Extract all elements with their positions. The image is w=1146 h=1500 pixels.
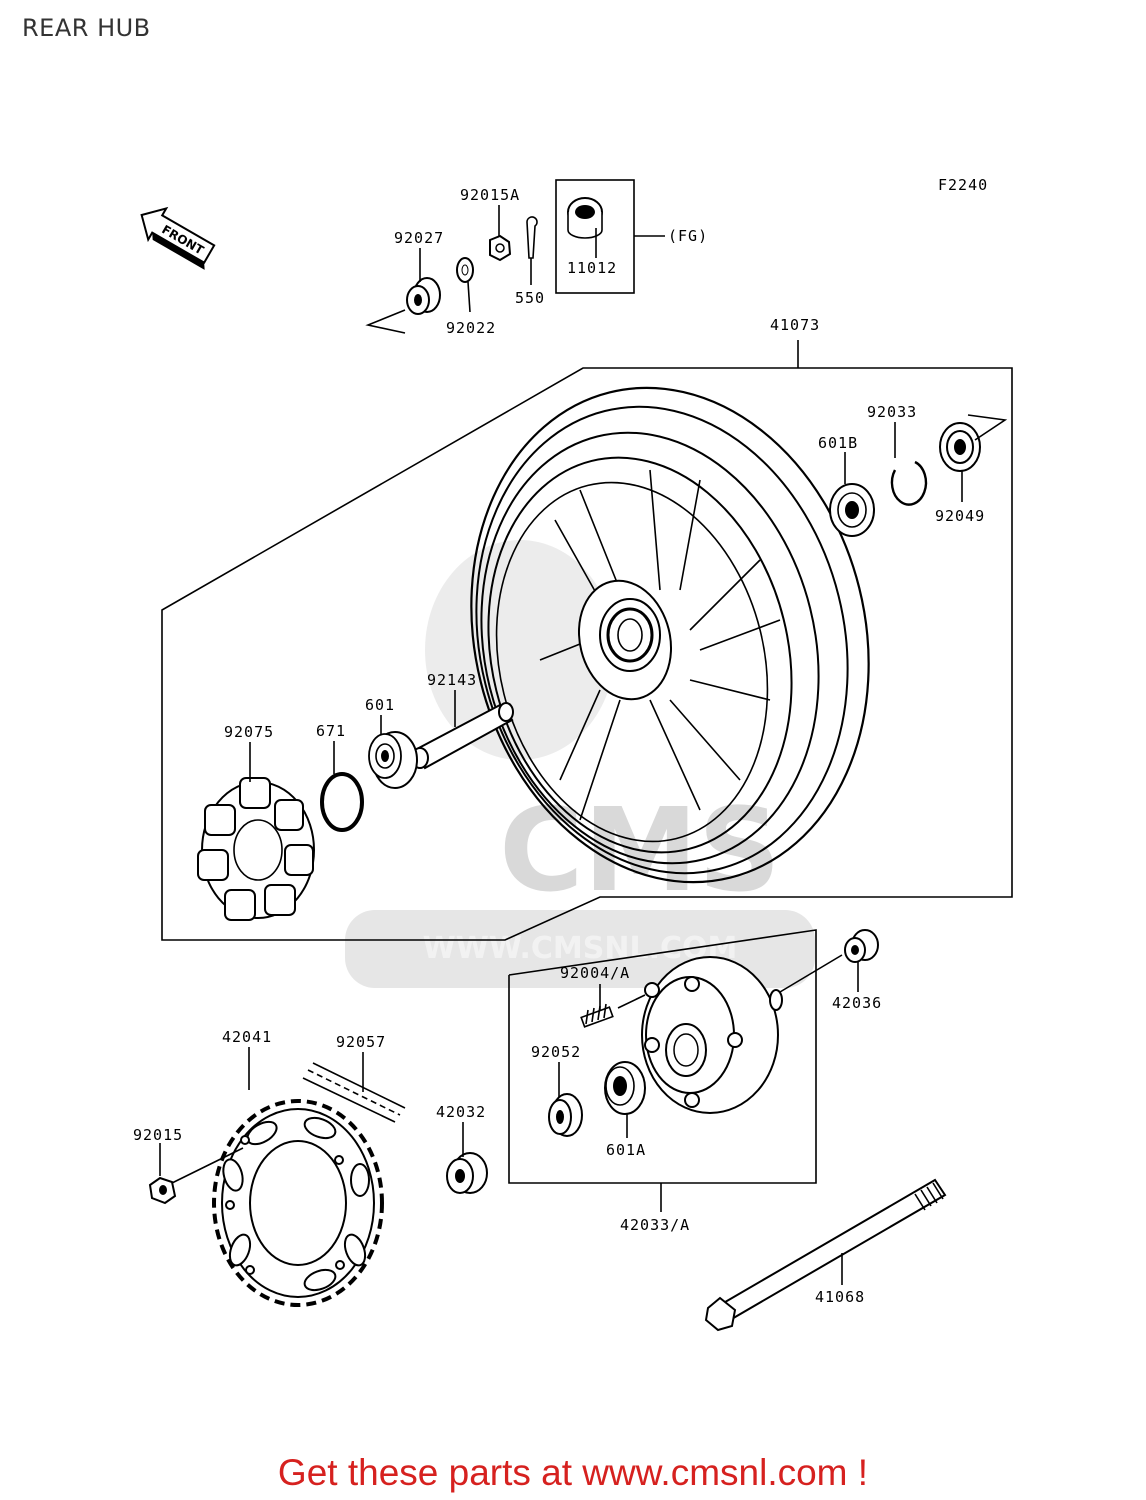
label-601: 601 xyxy=(365,696,395,714)
label-92015: 92015 xyxy=(133,1126,183,1144)
figure-code: F2240 xyxy=(938,176,988,194)
page-title: REAR HUB xyxy=(22,14,151,42)
label-41068: 41068 xyxy=(815,1288,865,1306)
promo-banner: Get these parts at www.cmsnl.com ! xyxy=(0,1452,1146,1494)
label-92022: 92022 xyxy=(446,319,496,337)
label-92049: 92049 xyxy=(935,507,985,525)
label-92027: 92027 xyxy=(394,229,444,247)
part-92033-circlip[interactable] xyxy=(890,460,928,506)
part-92022-washer[interactable] xyxy=(456,257,474,283)
assembly-41073-frame xyxy=(800,367,1013,898)
watermark: CMS WWW.CMSNL.COM xyxy=(345,540,815,988)
label-92052: 92052 xyxy=(531,1043,581,1061)
label-92033: 92033 xyxy=(867,403,917,421)
part-601A-bearing[interactable] xyxy=(604,1061,646,1115)
part-42041-sprocket[interactable] xyxy=(212,1099,384,1307)
label-92143: 92143 xyxy=(427,671,477,689)
label-92075: 92075 xyxy=(224,723,274,741)
part-671-o-ring[interactable] xyxy=(320,772,364,832)
promo-link[interactable]: Get these parts at www.cmsnl.com ! xyxy=(277,1452,869,1493)
part-41068-axle[interactable] xyxy=(704,1178,947,1332)
label-601A: 601A xyxy=(606,1141,646,1159)
part-92015-nut[interactable] xyxy=(148,1176,177,1205)
part-92052-collar[interactable] xyxy=(548,1093,583,1137)
part-92027-collar[interactable] xyxy=(406,277,441,315)
part-41073-wheel[interactable] xyxy=(420,345,919,924)
label-550: 550 xyxy=(515,289,545,307)
part-92057-bolts[interactable] xyxy=(302,1062,406,1123)
part-42033A-hub[interactable] xyxy=(641,956,783,1114)
label-601B: 601B xyxy=(818,434,858,452)
label-42036: 42036 xyxy=(832,994,882,1012)
fg-note: (FG) xyxy=(668,227,708,245)
part-42032-collar[interactable] xyxy=(446,1152,488,1194)
assembly-42033A-frame xyxy=(508,929,817,1184)
part-92004A-stud[interactable] xyxy=(580,1003,614,1028)
part-550-cotter-pin[interactable] xyxy=(526,216,538,259)
part-42036-collar[interactable] xyxy=(844,929,879,963)
front-arrow-icon: FRONT xyxy=(140,206,216,270)
label-42032: 42032 xyxy=(436,1103,486,1121)
label-92057: 92057 xyxy=(336,1033,386,1051)
part-601B-bearing[interactable] xyxy=(829,483,875,537)
part-601-bearing[interactable] xyxy=(368,731,418,789)
part-92075-damper[interactable] xyxy=(197,777,315,921)
label-11012: 11012 xyxy=(567,259,617,277)
label-41073: 41073 xyxy=(770,316,820,334)
label-42041: 42041 xyxy=(222,1028,272,1046)
label-92004A: 92004/A xyxy=(560,964,630,982)
part-11012-bushing[interactable] xyxy=(567,197,603,239)
label-671: 671 xyxy=(316,722,346,740)
label-42033A: 42033/A xyxy=(620,1216,690,1234)
part-92049-oil-seal[interactable] xyxy=(939,422,981,472)
label-92015A: 92015A xyxy=(460,186,520,204)
part-92015A-nut[interactable] xyxy=(489,234,512,262)
